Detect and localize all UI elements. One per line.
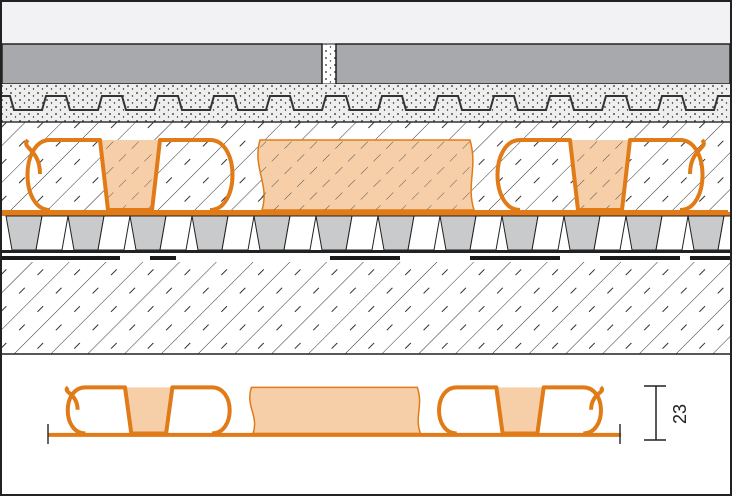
foil-strip: [330, 256, 400, 260]
tile-right: [335, 43, 731, 85]
panel-end-curl: [688, 138, 706, 175]
insulation-top-line: [2, 212, 730, 216]
insulation-gap: [283, 215, 317, 251]
insulation-gap: [97, 215, 131, 251]
tile-grout: [321, 43, 337, 85]
dimension-label: 23: [670, 404, 690, 424]
foil-strip: [2, 256, 120, 260]
panel-center-pad: [249, 386, 422, 435]
membrane-profile: [2, 95, 730, 111]
panel-cup-fill: [496, 387, 544, 434]
panel-cup-hatch: [100, 140, 160, 210]
insulation-gap: [469, 215, 503, 251]
panel-cup-fill: [125, 387, 173, 434]
tile-left: [1, 43, 323, 85]
panel-center-hatch: [260, 140, 474, 210]
insulation-gap: [35, 215, 69, 251]
top-air-band: [2, 2, 730, 44]
insulation-layer: [2, 212, 732, 253]
uncoupling-membrane-layer: [2, 84, 730, 123]
dimension-marker: 23: [644, 385, 690, 441]
tile-layer: [1, 43, 731, 85]
insulation-gap: [531, 215, 565, 251]
membrane-mortar-dots: [2, 84, 730, 122]
insulation-gap: [407, 215, 441, 251]
insulation-gap: [159, 215, 193, 251]
panel-end-curl: [24, 138, 42, 175]
foil-strips: [2, 253, 730, 262]
insulation-bottom-line: [2, 250, 730, 253]
insulation-gap: [593, 215, 627, 251]
panel-cup-hatch: [570, 140, 630, 210]
insulation-gap: [655, 215, 689, 251]
foil-strip: [600, 256, 680, 260]
concrete-slab: [2, 262, 730, 354]
foil-strip: [470, 256, 560, 260]
foil-strip: [690, 256, 730, 260]
heating-panel-detail: [47, 385, 622, 444]
panel-end-curl: [589, 385, 604, 410]
heating-panel-assembly: [2, 138, 728, 214]
insulation-gap: [221, 215, 255, 251]
panel-end-curl: [64, 385, 80, 410]
insulation-gap: [345, 215, 379, 251]
insulation-gap: [717, 215, 732, 251]
foil-strip: [150, 256, 176, 260]
